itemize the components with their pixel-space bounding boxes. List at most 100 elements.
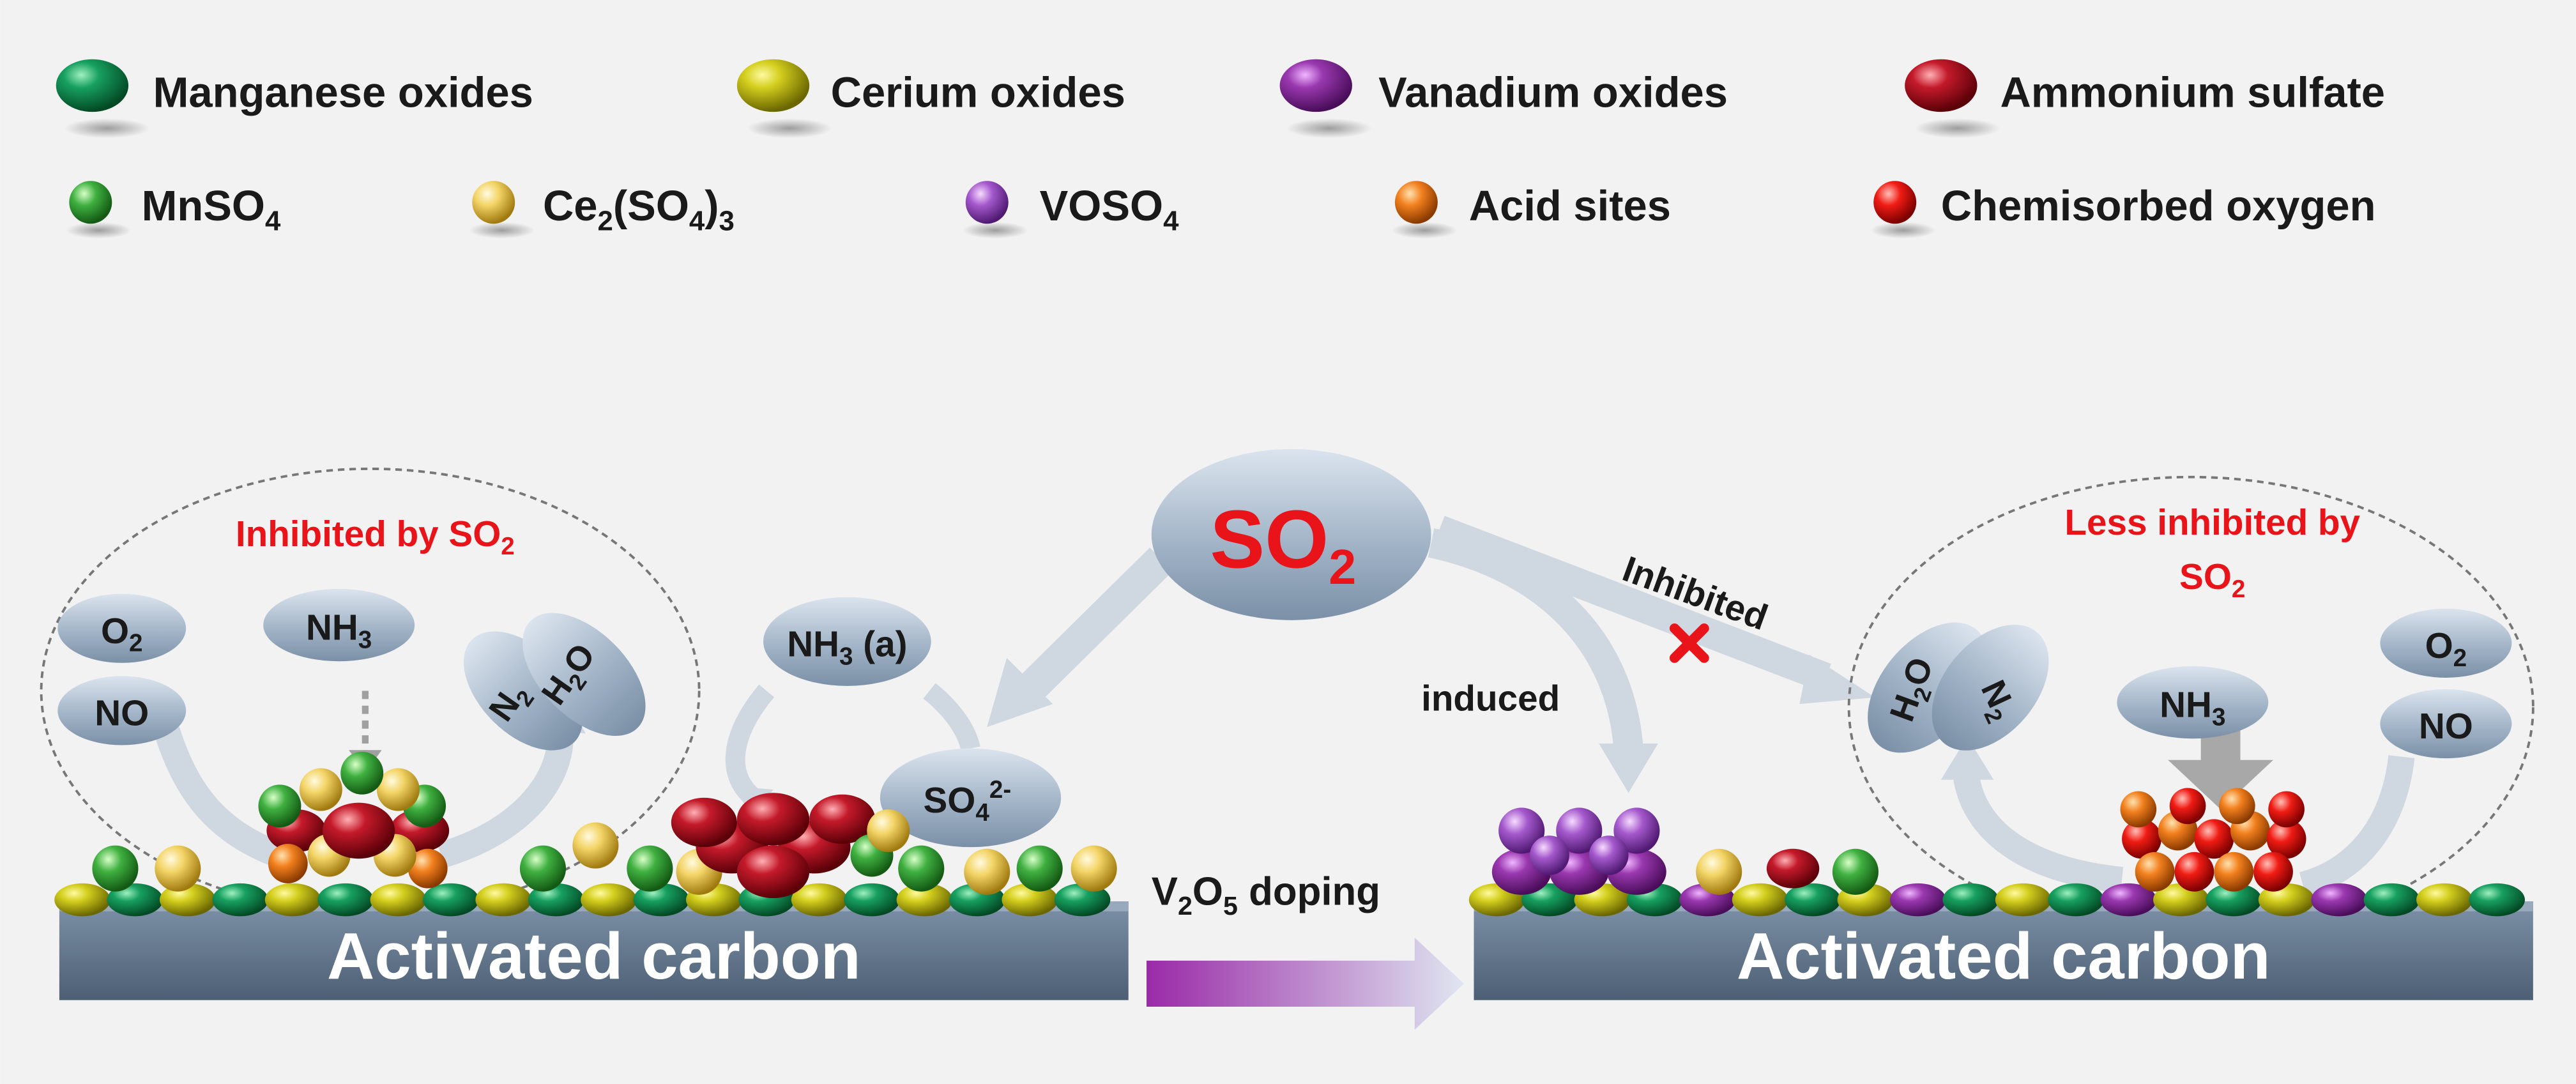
chemisorbed-oxygen-icon	[1873, 181, 1917, 224]
voso4-particle	[1530, 836, 1569, 875]
chemisorbed-oxygen-particle	[2169, 788, 2206, 825]
cross-icon	[1669, 623, 1709, 663]
carbon-label: Activated carbon	[327, 919, 861, 993]
vanadium-oxide-particle	[2100, 883, 2157, 917]
legend-item-ammonium-sulfate: Ammonium sulfate	[1905, 59, 2385, 139]
o2-label: O2	[101, 611, 143, 657]
o2-label: O2	[2425, 626, 2467, 672]
legend-label: VOSO4	[1040, 182, 1179, 236]
manganese-oxide-particle	[2206, 883, 2262, 917]
vanadium-oxide-particle	[1889, 883, 1946, 917]
cerium-oxide-particle	[2416, 883, 2473, 917]
left-panel: Inhibited by SO2 O2 NO NH3 N2 H2O NH3 (a…	[40, 467, 1129, 1000]
carbon-support-bar	[59, 901, 1129, 1000]
carbon-support-bar	[1474, 901, 2533, 1000]
arrow-head	[1599, 743, 1658, 793]
legend-label: Ammonium sulfate	[2001, 68, 2386, 116]
manganese-oxide-particle	[107, 883, 164, 917]
legend-label: Ce2(SO4)3	[543, 182, 735, 236]
legend-label: MnSO4	[142, 182, 281, 236]
carbon-label: Activated carbon	[1737, 919, 2271, 993]
chemisorbed-oxygen-particle	[2122, 819, 2161, 859]
acid-site-icon	[1394, 181, 1438, 224]
acid-site-particle	[268, 844, 308, 883]
ce2so4-particle	[1071, 845, 1117, 892]
nh3a-bubble	[763, 597, 931, 686]
arrow-head	[1940, 737, 1994, 780]
arrow-head	[1799, 654, 1875, 705]
legend-label: Chemisorbed oxygen	[1941, 182, 2376, 230]
right-panel: Less inhibited by SO2 H2O N2 NH3 O2 NO A…	[1474, 475, 2534, 1000]
mnso4-icon	[69, 181, 112, 224]
center-section: SO2 induced Inhibited V2O5 doping	[987, 449, 1875, 1030]
induced-label: induced	[1421, 678, 1560, 719]
manganese-oxide-particle	[844, 883, 900, 917]
left-panel-title: Inhibited by SO2	[236, 514, 515, 560]
product-flow-arrow	[1953, 771, 2124, 894]
manganese-oxide-particle	[317, 883, 374, 917]
cerium-oxide-particle	[1732, 883, 1788, 917]
vanadium-oxide-icon	[1279, 59, 1352, 112]
reactant-flow-arrow	[2299, 755, 2415, 898]
right-panel-title-line1: Less inhibited by	[2064, 503, 2360, 543]
legend-item-cerium: Cerium oxides	[736, 59, 1125, 139]
ammonium-sulfate-particle	[736, 793, 810, 846]
so4-flow-arrow	[923, 683, 980, 751]
doping-arrow	[1147, 937, 1465, 1030]
cerium-oxide-particle	[1002, 883, 1058, 917]
ammonium-sulfate-icon	[1905, 59, 1978, 112]
ammonium-sulfate-particle	[1766, 848, 1820, 889]
manganese-oxide-particle	[1785, 883, 1841, 917]
legend-item-mnso4: MnSO4	[66, 181, 281, 239]
legend-label: Acid sites	[1469, 182, 1671, 230]
manganese-oxide-particle	[212, 883, 268, 917]
chemisorbed-oxygen-particle	[2174, 851, 2214, 892]
acid-site-particle	[2135, 851, 2175, 892]
legend: Manganese oxides Cerium oxides Vanadium …	[56, 59, 2385, 239]
mnso4-particle	[627, 845, 673, 892]
ce2so4-particle	[964, 848, 1010, 895]
cerium-oxide-particle	[2153, 883, 2209, 917]
cerium-oxide-particle	[475, 883, 531, 917]
acid-site-particle	[2214, 851, 2254, 892]
ce2so4-particle	[867, 809, 910, 852]
h2o-bubble	[522, 613, 646, 737]
no-label: NO	[95, 694, 149, 734]
mnso4-particle	[258, 784, 301, 828]
voso4-icon	[965, 181, 1009, 224]
ammonium-sulfate-particle	[809, 794, 876, 844]
nh3-label: NH3	[2160, 685, 2225, 731]
voso4-particle	[1556, 807, 1603, 854]
legend-item-voso4: VOSO4	[962, 181, 1179, 239]
manganese-oxide-particle	[1942, 883, 1999, 917]
so2-label: SO2	[1210, 493, 1356, 595]
no-label: NO	[2419, 706, 2473, 747]
legend-item-chemisorbed-oxygen: Chemisorbed oxygen	[1870, 181, 2376, 239]
acid-site-particle	[2219, 788, 2255, 825]
legend-item-ce2so4: Ce2(SO4)3	[469, 181, 735, 239]
so2-to-sulfate-arrow	[1016, 547, 1173, 703]
cerium-oxide-particle	[159, 883, 216, 917]
cerium-oxide-particle	[54, 883, 111, 917]
cerium-oxide-particle	[1995, 883, 2052, 917]
manganese-oxide-particle	[2469, 883, 2525, 917]
chemisorbed-oxygen-particle	[2194, 819, 2234, 859]
nh3-label: NH3	[306, 608, 372, 654]
reactant-flow-arrow	[151, 720, 285, 868]
left-reaction-boundary	[40, 467, 701, 915]
mnso4-particle	[1832, 848, 1879, 895]
no-bubble	[57, 676, 187, 745]
o2-bubble	[2380, 608, 2512, 678]
cerium-oxide-particle	[370, 883, 427, 917]
ce2so4-icon	[472, 181, 515, 224]
right-surface-particles	[1468, 788, 2525, 917]
cerium-oxide-particle	[581, 883, 637, 917]
voso4-particle	[1498, 807, 1545, 854]
legend-label: Manganese oxides	[153, 68, 533, 116]
nh3-adsorb-arrow	[2168, 760, 2273, 809]
so4-bubble	[880, 748, 1062, 848]
legend-item-manganese: Manganese oxides	[56, 59, 533, 139]
ammonium-sulfate-particle	[671, 797, 737, 848]
